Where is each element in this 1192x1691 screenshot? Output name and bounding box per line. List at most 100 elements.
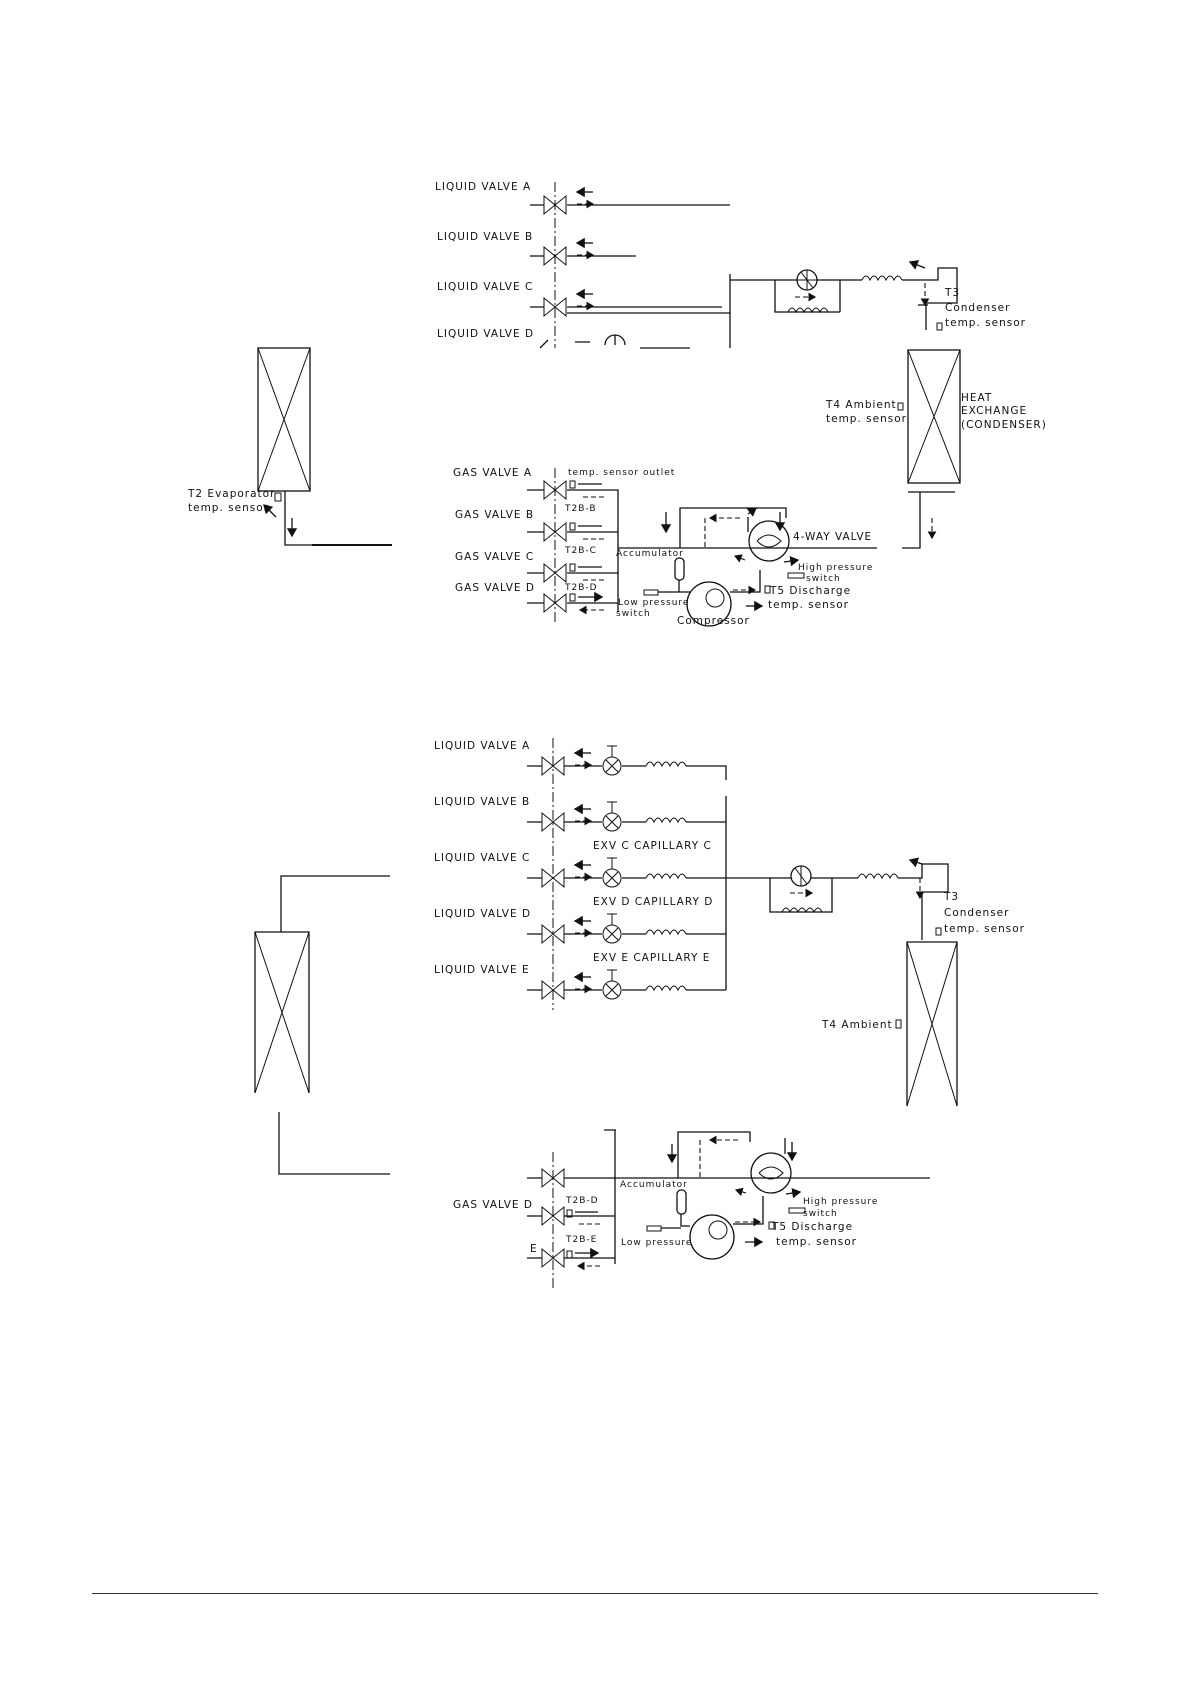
flow-arrow-icon [575, 921, 591, 933]
diagram-top: LIQUID VALVE A LIQUID VALVE B LIQUID VAL… [187, 181, 1047, 627]
accumulator-label: Accumulator [620, 1180, 688, 1190]
capillary-coil-icon [645, 873, 687, 879]
t3-sensor-label: Condenser [945, 302, 1010, 314]
compressor-label: Compressor [677, 615, 750, 627]
bottom-liquid-valve-label: LIQUID VALVE E [434, 964, 530, 976]
capillary-coil-icon [645, 817, 687, 823]
top-gas-valve-label: GAS VALVE D [455, 582, 535, 594]
t3-sensor-label: Condenser [944, 907, 1009, 919]
t2-sensor-label: T2 Evaporator [187, 488, 275, 500]
bottom-liquid-valve-label: LIQUID VALVE C [434, 852, 530, 864]
accumulator-icon [676, 1189, 687, 1215]
top-gas-valves: GAS VALVE A GAS VALVE B GAS VALVE C GAS … [453, 467, 675, 625]
flow-arrow-icon [577, 294, 593, 306]
flow-arrow-icon [577, 192, 593, 204]
top-gas-valve-label: GAS VALVE B [455, 509, 534, 521]
flow-arrow-icon [577, 243, 593, 255]
t2b-label: T2B-D [564, 583, 598, 593]
top-compressor-block: 4-WAY VALVE High pressure switch Accumul… [616, 507, 877, 627]
top-liquid-valve-label: LIQUID VALVE D [437, 328, 534, 340]
bottom-gas-valves: GAS VALVE D E T2B-D T2B-E [453, 1129, 616, 1290]
exv-icon [602, 745, 622, 776]
sensor-marker-icon [935, 927, 942, 936]
flow-arrow-icon [575, 809, 591, 821]
exv-icon [602, 857, 622, 888]
capillary-coil-icon [645, 929, 687, 935]
top-liquid-valve-label: LIQUID VALVE B [437, 231, 533, 243]
bottom-condenser: T4 Ambient [821, 941, 958, 1107]
t4-sensor-label: T4 Ambient [821, 1019, 893, 1031]
bottom-gas-valve-label: E [530, 1243, 538, 1255]
diagram-bottom: LIQUID VALVE A LIQUID VALVE B LIQUID VAL… [254, 738, 1024, 1290]
compressor-icon [686, 581, 732, 627]
stop-valve-icon [543, 480, 567, 500]
flow-arrow-icon [575, 977, 591, 989]
top-liquid-valve-label: LIQUID VALVE C [437, 281, 533, 293]
top-evaporator: T2 Evaporator temp. sensor [187, 347, 392, 546]
top-gas-valve-label: GAS VALVE A [453, 467, 532, 479]
top-liquid-valves: LIQUID VALVE A LIQUID VALVE B LIQUID VAL… [435, 181, 958, 349]
t2b-label: T2B-B [564, 504, 597, 514]
sensor-marker-icon [936, 322, 943, 331]
bottom-liquid-valves: LIQUID VALVE A LIQUID VALVE B LIQUID VAL… [434, 738, 949, 1010]
heat-exchanger-label: (CONDENSER) [961, 419, 1047, 431]
footer-rule [92, 1593, 1098, 1594]
exv-icon [602, 801, 622, 832]
high-pressure-switch-label: switch [806, 574, 841, 584]
accumulator-icon [674, 557, 685, 581]
t2b-label: T2B-E [565, 1235, 597, 1245]
capillary-coil-icon [857, 873, 899, 879]
t3-sensor-label: temp. sensor [945, 317, 1026, 329]
t3-sensor-label: T3 [943, 891, 959, 903]
capillary-coil-icon [645, 761, 687, 767]
flow-arrow-icon [575, 865, 591, 877]
flow-arrow-icon [575, 753, 591, 765]
top-liquid-valve-label: LIQUID VALVE A [435, 181, 531, 193]
liquid-pipe-c [567, 306, 730, 314]
top-condenser: T4 Ambient temp. sensor HEAT EXCHANGE (C… [825, 349, 1047, 549]
high-pressure-switch-label: High pressure [798, 563, 873, 573]
t5-sensor-label: T5 Discharge [771, 1221, 853, 1233]
capillary-coil-icon [861, 275, 903, 281]
four-way-valve-icon [748, 520, 790, 562]
t3-sensor-label: T3 [944, 287, 960, 299]
exv-icon [602, 969, 622, 1000]
bottom-liquid-valve-label: LIQUID VALVE A [434, 740, 530, 752]
t2b-label: T2B-D [565, 1196, 599, 1206]
capillary-coil-icon [645, 985, 687, 991]
stop-valve-icon [543, 195, 567, 215]
sensor-marker-icon [274, 492, 282, 502]
t5-sensor-label: temp. sensor [768, 599, 849, 611]
t5-sensor-label: temp. sensor [776, 1236, 857, 1248]
high-pressure-switch-label: High pressure [803, 1197, 878, 1207]
exv-label: EXV D CAPILLARY D [593, 896, 713, 908]
low-pressure-switch-label: Low pressure [618, 598, 689, 608]
four-way-valve-icon [750, 1152, 792, 1194]
bottom-evaporator [254, 875, 390, 1175]
t5-sensor-label: T5 Discharge [769, 585, 851, 597]
t4-sensor-label: temp. sensor [826, 413, 907, 425]
heat-exchanger-label: HEAT [961, 392, 992, 404]
t2b-label: T2B-C [564, 546, 597, 556]
bottom-compressor-block: High pressure switch Accumulator Low pre… [615, 1131, 930, 1260]
low-pressure-switch-label: switch [616, 609, 651, 619]
accumulator-label: Accumulator [616, 549, 684, 559]
low-pressure-label: Low pressure [621, 1238, 692, 1248]
top-gas-valve-label: GAS VALVE C [455, 551, 534, 563]
exv-label: EXV E CAPILLARY E [593, 952, 710, 964]
sensor-marker-icon [895, 1019, 902, 1029]
bottom-gas-valve-label: GAS VALVE D [453, 1199, 533, 1211]
exv-label: EXV C CAPILLARY C [593, 840, 712, 852]
bottom-liquid-valve-label: LIQUID VALVE D [434, 908, 531, 920]
temp-sensor-outlet-label: temp. sensor outlet [568, 468, 675, 478]
compressor-icon [689, 1214, 735, 1260]
bottom-liquid-valve-label: LIQUID VALVE B [434, 796, 530, 808]
t4-sensor-label: T4 Ambient [825, 399, 897, 411]
four-way-valve-label: 4-WAY VALVE [793, 531, 872, 543]
high-pressure-switch-label: switch [803, 1209, 838, 1219]
t2-sensor-label: temp. sensor [188, 502, 269, 514]
sensor-marker-icon [897, 402, 904, 411]
heat-exchanger-label: EXCHANGE [961, 405, 1027, 417]
